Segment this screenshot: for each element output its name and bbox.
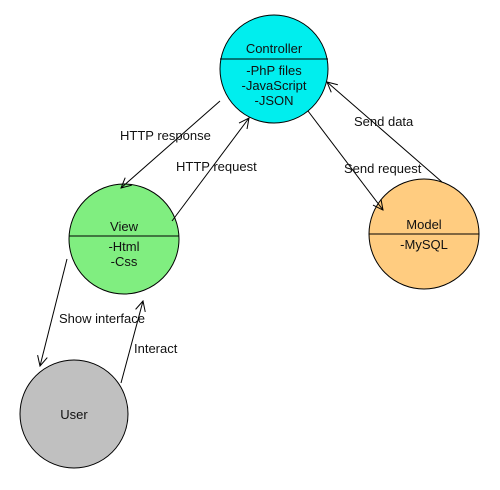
send-request-label: Send request [344, 161, 422, 176]
interact-label: Interact [134, 341, 178, 356]
http-request-arrow [171, 118, 249, 222]
send-data-arrow [327, 82, 443, 183]
view-node: View -Html -Css [68, 183, 180, 295]
controller-item-php: -PhP files [246, 63, 302, 78]
send-data-label: Send data [354, 114, 414, 129]
http-response-arrow [121, 100, 221, 188]
controller-item-json: -JSON [255, 93, 294, 108]
interact-arrow [120, 301, 143, 384]
model-node: Model -MySQL [368, 178, 480, 290]
user-node: User [19, 359, 129, 469]
controller-node: Controller -PhP files -JavaScript -JSON [219, 14, 329, 124]
show-interface-label: Show interface [59, 311, 145, 326]
view-item-html: -Html [108, 239, 139, 254]
controller-title: Controller [246, 41, 303, 56]
model-title: Model [406, 217, 442, 232]
user-circle [19, 359, 129, 469]
controller-item-javascript: -JavaScript [241, 78, 306, 93]
view-title: View [110, 219, 139, 234]
http-response-label: HTTP response [120, 128, 211, 143]
show-interface-arrow [40, 258, 68, 366]
controller-circle [219, 14, 329, 124]
send-request-arrow [307, 110, 383, 210]
user-title: User [60, 407, 88, 422]
model-item-mysql: -MySQL [400, 237, 448, 252]
http-request-label: HTTP request [176, 159, 257, 174]
view-item-css: -Css [111, 254, 138, 269]
